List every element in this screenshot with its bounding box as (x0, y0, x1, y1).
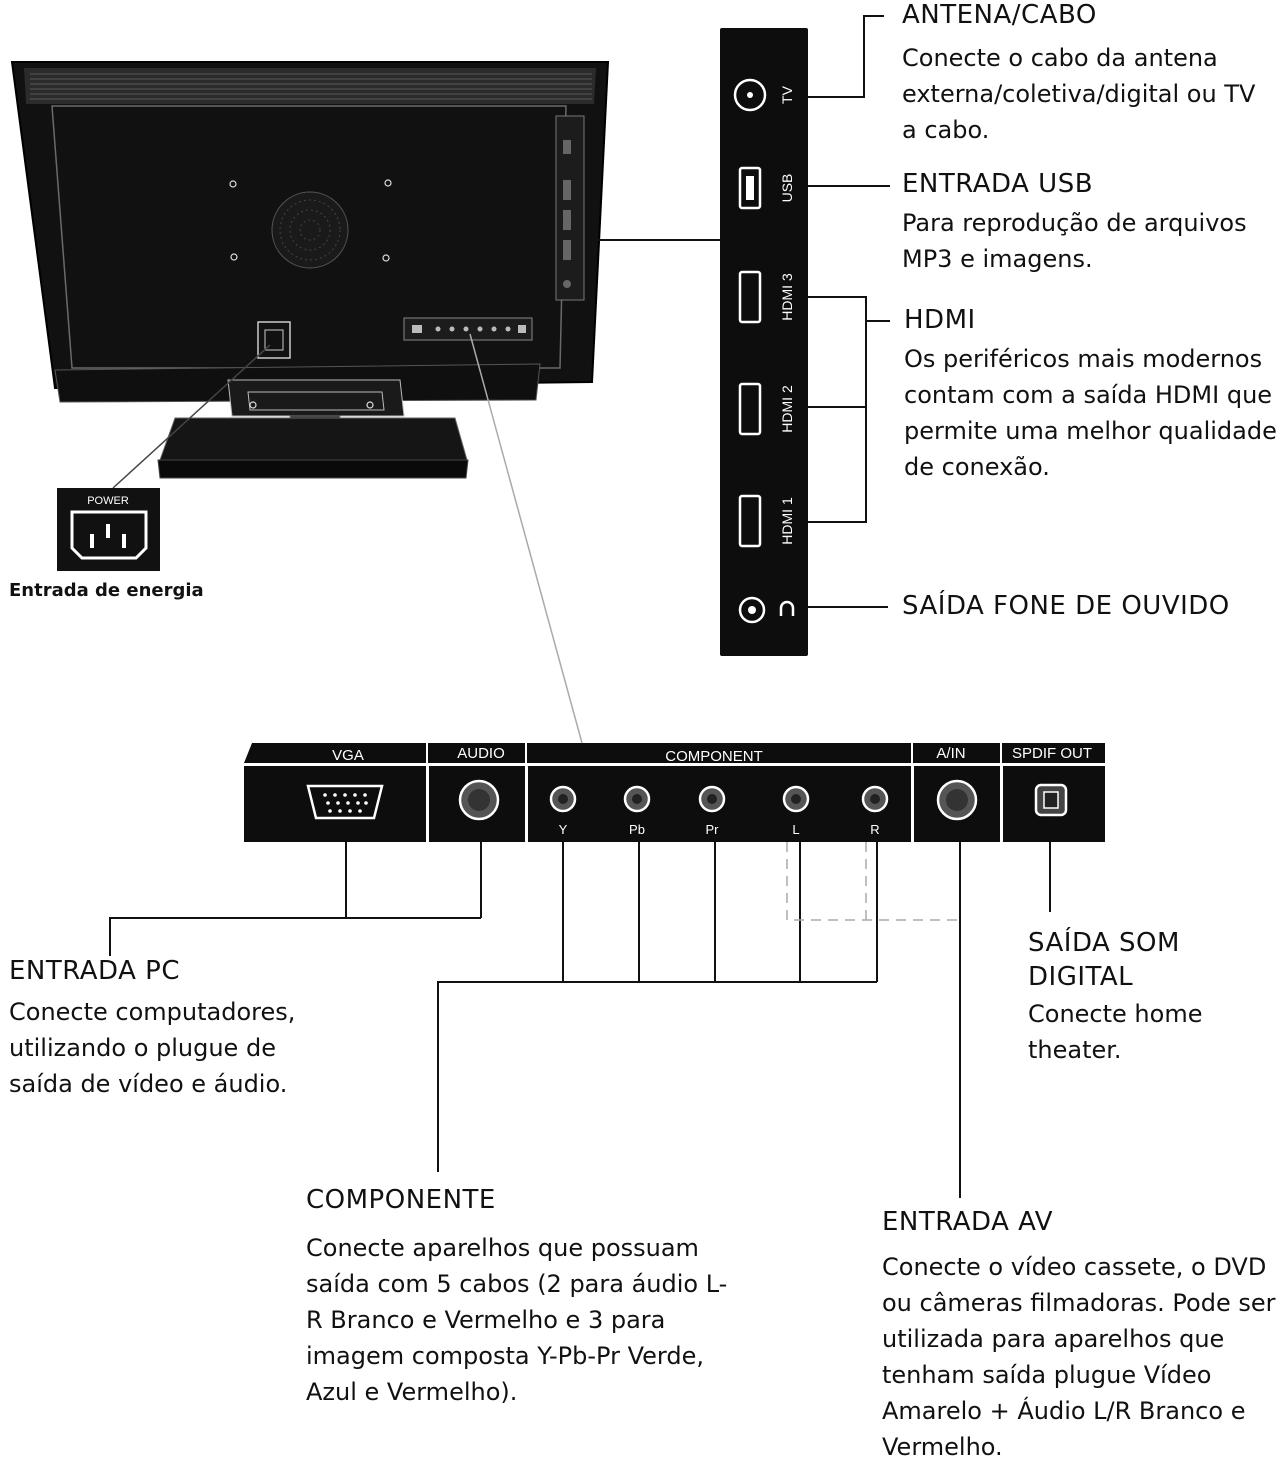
av-title: ENTRADA AV (882, 1207, 1054, 1237)
usb-title: ENTRADA USB (902, 169, 1094, 199)
jack-label-pb: Pb (629, 822, 645, 837)
av-description: Conecte o vídeo cassete, o DVD ou câmera… (882, 1253, 1276, 1461)
port-label-usb: USB (779, 174, 795, 203)
section-header-vga: VGA (332, 747, 364, 764)
antena-description: Conecte o cabo da antena externa/coletiv… (902, 44, 1256, 144)
pc-description: Conecte computadores, utilizando o plugu… (9, 998, 296, 1098)
port-label-hdmi1: HDMI 1 (779, 497, 795, 545)
digital-audio-title: SAÍDA SOM DIGITAL (1028, 928, 1180, 992)
pc-title: ENTRADA PC (9, 956, 181, 986)
hdmi1-port (738, 494, 762, 548)
component-jacks (549, 785, 889, 813)
leader-lines (109, 15, 1051, 1198)
digital-audio-description: Conecte home theater. (1028, 1000, 1203, 1064)
tv-rear-view (10, 61, 610, 479)
hdmi-description: Os periféricos mais modernos contam com … (904, 345, 1277, 481)
power-plate-text: POWER (87, 495, 129, 507)
headphone-jack (738, 596, 766, 624)
component-title: COMPONENTE (306, 1185, 496, 1215)
power-caption: Entrada de energia (9, 580, 204, 601)
section-header-spdif: SPDIF OUT (1012, 745, 1092, 762)
antena-title: ANTENA/CABO (902, 0, 1097, 30)
headphone-icon (779, 600, 795, 616)
port-label-tv: TV (779, 85, 795, 104)
hdmi2-port (738, 382, 762, 436)
antenna-connector (733, 78, 767, 112)
hdmi-title: HDMI (904, 305, 976, 335)
jack-label-l: L (792, 822, 799, 837)
jack-label-pr: Pr (706, 822, 720, 837)
jack-label-r: R (870, 822, 879, 837)
section-header-audio: AUDIO (457, 745, 505, 762)
component-description: Conecte aparelhos que possuam saída com … (306, 1234, 728, 1406)
jack-label-y: Y (559, 822, 568, 837)
usb-description: Para reprodução de arquivos MP3 e imagen… (902, 209, 1247, 273)
port-label-hdmi3: HDMI 3 (779, 273, 795, 321)
bottom-port-panel: VGA AUDIO COMPONENT A/IN SPDIF OUT (244, 743, 1105, 842)
dashed-av-audio-link (469, 333, 960, 921)
port-label-hdmi2: HDMI 2 (779, 385, 795, 433)
power-plate: POWER (57, 488, 160, 571)
vga-connector (306, 784, 384, 820)
section-header-component: COMPONENT (665, 748, 763, 765)
side-port-panel: TV USB HDMI 3 HDMI 2 HDMI 1 (720, 28, 808, 656)
section-header-ain: A/IN (936, 745, 965, 762)
usb-port (738, 166, 762, 210)
hdmi3-port (738, 270, 762, 324)
headphone-title: SAÍDA FONE DE OUVIDO (902, 591, 1230, 621)
